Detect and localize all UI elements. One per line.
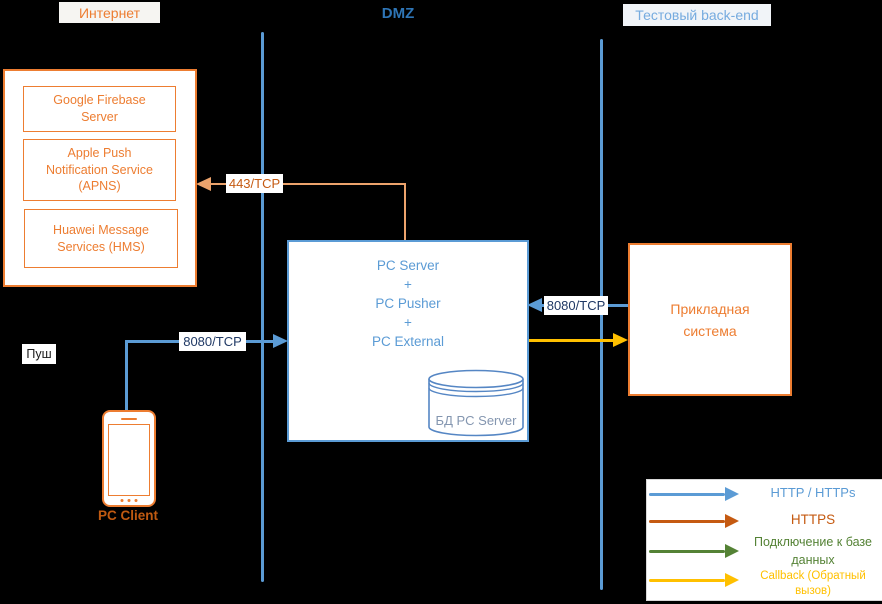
database-icon: БД PC Server bbox=[427, 369, 525, 437]
pc-server-label: PC Server + PC Pusher + PC External bbox=[289, 256, 527, 351]
google-firebase-label: Google Firebase Server bbox=[53, 93, 146, 124]
phone-screen bbox=[108, 424, 150, 496]
database-label: БД PC Server bbox=[435, 413, 517, 428]
arrow-right-icon bbox=[273, 334, 288, 348]
arrow-right-icon bbox=[725, 514, 739, 528]
connector-https-vertical bbox=[404, 184, 406, 240]
pc-pusher-line: PC Pusher bbox=[375, 296, 441, 311]
connector-push-vertical bbox=[125, 342, 128, 410]
hms-label: Huawei Message Services (HMS) bbox=[53, 222, 149, 254]
port-label-8080-backend: 8080/TCP bbox=[544, 296, 608, 315]
port-label-8080-client: 8080/TCP bbox=[179, 332, 246, 351]
pc-external-line: PC External bbox=[371, 334, 445, 349]
zone-divider-internet-dmz bbox=[261, 32, 264, 582]
legend-arrow-db bbox=[649, 550, 725, 553]
phone-buttons bbox=[120, 499, 138, 502]
zone-label-backend: Тестовый back-end bbox=[623, 4, 771, 26]
applied-system-label: Прикладная система bbox=[670, 300, 750, 339]
port-label-443: 443/TCP bbox=[226, 174, 283, 193]
apns-label: Apple Push Notification Service (APNS) bbox=[46, 145, 153, 194]
plus-sign: + bbox=[404, 315, 412, 330]
legend-label-http: HTTP / HTTPs bbox=[770, 485, 856, 500]
legend-label-https: HTTPS bbox=[790, 512, 836, 527]
legend-arrow-callback bbox=[649, 579, 725, 582]
pc-server-line: PC Server bbox=[376, 258, 440, 273]
legend-label-db: Подключение к базе данных bbox=[754, 535, 872, 567]
phone-speaker bbox=[121, 418, 137, 420]
connector-callback bbox=[525, 339, 615, 342]
pc-client-label: PC Client bbox=[97, 508, 158, 523]
smartphone-icon bbox=[102, 410, 156, 507]
arrow-right-icon bbox=[725, 487, 739, 501]
arrow-right-icon bbox=[725, 544, 739, 558]
legend-label-callback: Callback (Обратный вызов) bbox=[760, 570, 866, 597]
arrow-left-icon bbox=[196, 177, 211, 191]
internet-services-group: Google Firebase Server Apple Push Notifi… bbox=[3, 69, 197, 287]
push-note-label: Пуш bbox=[22, 344, 56, 364]
hms-box: Huawei Message Services (HMS) bbox=[24, 209, 178, 268]
zone-label-internet: Интернет bbox=[59, 2, 160, 23]
plus-sign: + bbox=[404, 277, 412, 292]
arrow-right-icon bbox=[613, 333, 628, 347]
arrow-right-icon bbox=[725, 573, 739, 587]
legend-arrow-https bbox=[649, 520, 725, 523]
connector-https-horizontal bbox=[208, 183, 406, 185]
zone-label-dmz: DMZ bbox=[381, 4, 415, 22]
google-firebase-box: Google Firebase Server bbox=[23, 86, 176, 132]
arrow-left-icon bbox=[527, 298, 542, 312]
legend-box: HTTP / HTTPs HTTPS Подключение к базе да… bbox=[646, 479, 882, 601]
apns-box: Apple Push Notification Service (APNS) bbox=[23, 139, 176, 201]
legend-arrow-http bbox=[649, 493, 725, 496]
applied-system-box: Прикладная система bbox=[628, 243, 792, 396]
pc-server-box: PC Server + PC Pusher + PC External БД P… bbox=[287, 240, 529, 442]
